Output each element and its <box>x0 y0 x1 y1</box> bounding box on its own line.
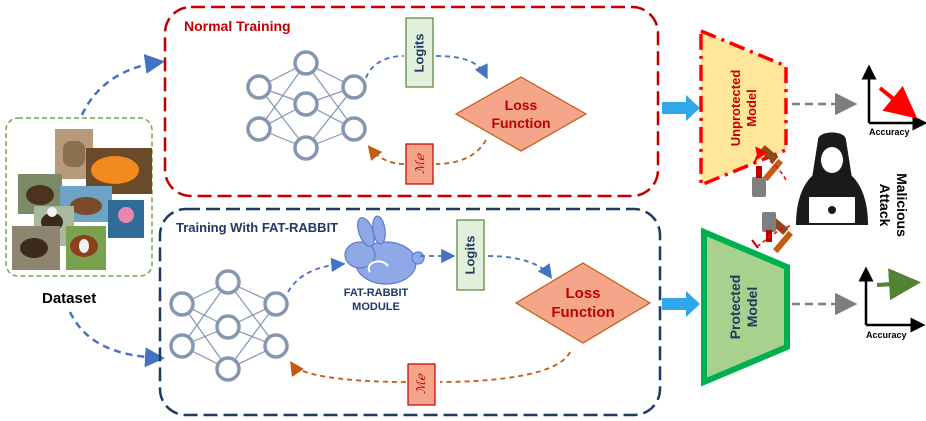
normal-grad-box <box>405 143 434 185</box>
accuracy-chart-bottom <box>858 266 926 333</box>
dataset-panel <box>5 117 153 277</box>
malicious-attack-label: Malicious Attack <box>876 173 910 237</box>
fat-loss-line2: Function <box>551 304 615 321</box>
trend-down-line <box>878 85 918 119</box>
neuron <box>341 74 367 100</box>
normal-logits-to-loss-arrow <box>435 55 488 80</box>
normal-neurons <box>246 50 367 161</box>
neuron <box>263 333 289 359</box>
unprotected-line2: Model <box>744 89 759 127</box>
fat-grad-symbol: ℳℯ <box>414 374 428 394</box>
protected-model-label: Protected Model <box>727 275 761 340</box>
neuron <box>293 135 319 161</box>
to-protected-arrow <box>662 291 700 317</box>
protected-model-shape <box>701 227 790 387</box>
neuron <box>341 116 367 142</box>
hammer-icon <box>762 158 784 182</box>
normal-loss-line1: Loss <box>504 97 538 113</box>
normal-logits-box <box>405 17 434 88</box>
normal-grad-symbol: ℳℯ <box>413 154 427 174</box>
protected-line1: Protected <box>727 274 743 340</box>
attack-curve-bottom <box>757 225 791 247</box>
fat-grad-arrow <box>292 352 571 383</box>
normal-loss-line2: Function <box>491 115 551 131</box>
neuron <box>169 333 195 359</box>
fat-module-line2: MODULE <box>352 301 400 313</box>
fat-module-label: FAT-RABBIT MODULE <box>344 286 409 314</box>
neuron <box>215 314 241 340</box>
neuron <box>169 291 195 317</box>
fat-neurons <box>169 269 289 382</box>
attack-line2: Attack <box>877 183 893 227</box>
normal-training-title: Normal Training <box>184 18 291 34</box>
unprotected-line1: Unprotected <box>728 69 743 147</box>
normal-grad-arrow <box>370 140 487 165</box>
neuron <box>293 91 319 117</box>
neuron <box>246 116 272 142</box>
neuron <box>263 291 289 317</box>
dataset-images <box>12 129 152 270</box>
hacker-icon <box>796 132 868 225</box>
neuron <box>215 269 241 295</box>
normal-loss-diamond <box>454 76 588 152</box>
accuracy-label-top: Accuracy <box>869 127 910 137</box>
fat-loss-diamond <box>514 262 652 344</box>
chisel-icon <box>752 177 766 197</box>
accuracy-chart-top <box>861 64 926 131</box>
attack-curve-top <box>755 146 787 181</box>
neuron <box>293 50 319 76</box>
normal-logits-label: Logits <box>411 33 427 73</box>
dataset-label: Dataset <box>42 290 97 307</box>
normal-training-box <box>163 5 660 198</box>
fat-loss-line1: Loss <box>565 285 601 302</box>
chisel-icon <box>762 212 776 232</box>
dataset-to-fat-arrow <box>68 311 165 368</box>
accuracy-label-bottom: Accuracy <box>866 330 907 340</box>
fat-network-to-rabbit-arrow <box>287 257 346 293</box>
neuron <box>215 356 241 382</box>
trend-flat-line <box>876 268 921 301</box>
rabbit-icon <box>344 215 425 285</box>
fat-grad-box <box>407 363 436 406</box>
unprotected-model-label: Unprotected Model <box>728 70 760 147</box>
to-unprotected-arrow <box>662 95 700 121</box>
fat-loss-label: Loss Function <box>551 284 614 322</box>
fat-logits-to-loss-arrow <box>487 255 553 279</box>
normal-network-to-logits-arrow <box>365 55 405 79</box>
neuron <box>246 74 272 100</box>
hammer-icon <box>772 230 794 254</box>
attack-tools <box>751 145 794 254</box>
fat-training-box <box>158 207 662 417</box>
fat-logits-box <box>456 219 485 291</box>
fat-module-line1: FAT-RABBIT <box>343 287 409 299</box>
protected-line2: Model <box>744 286 760 328</box>
attack-line1: Malicious <box>894 173 910 237</box>
fat-training-title: Training With FAT-RABBIT <box>176 220 339 235</box>
dataset-to-normal-arrow <box>80 54 165 116</box>
fat-logits-label: Logits <box>462 235 478 275</box>
normal-loss-label: Loss Function <box>491 96 550 132</box>
